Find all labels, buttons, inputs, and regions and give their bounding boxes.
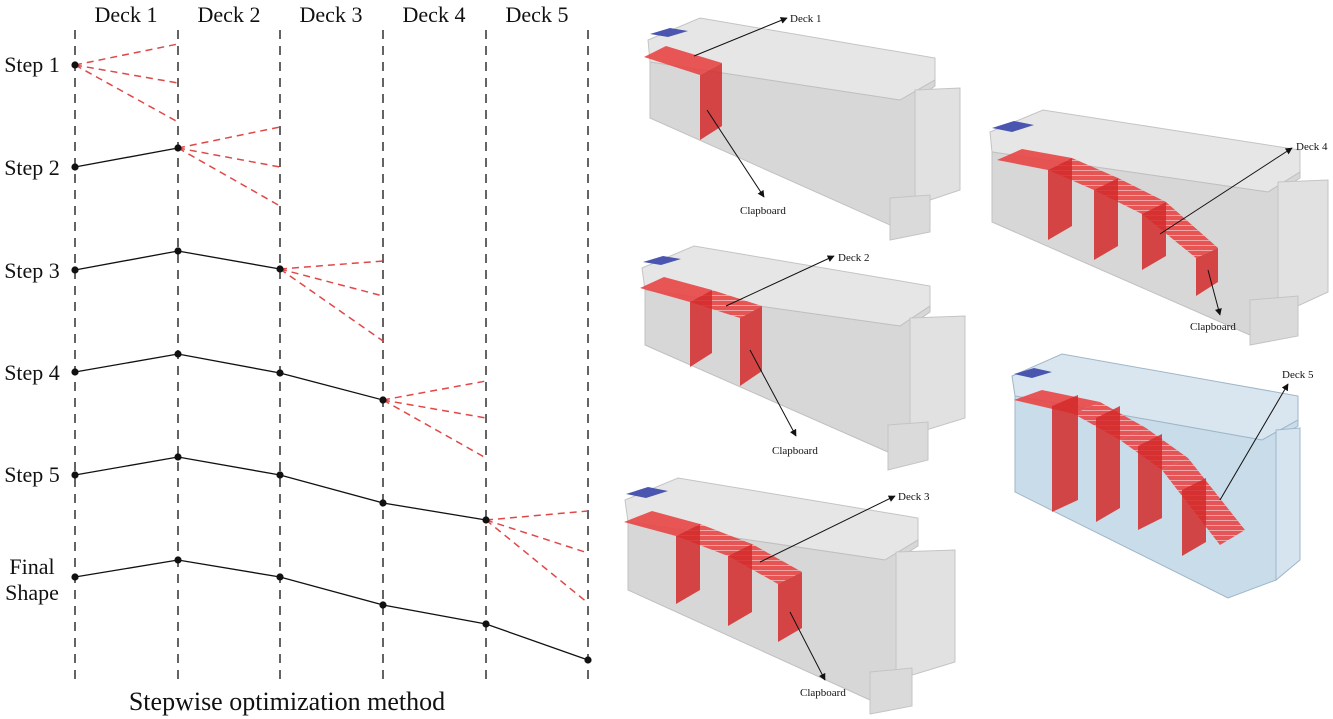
step-1-row (71, 43, 179, 123)
node (482, 516, 490, 524)
clapboard-plate (1182, 478, 1206, 556)
deck-plate (997, 149, 1072, 170)
node (174, 453, 182, 461)
deck-label: Deck 3 (898, 491, 930, 503)
node (71, 266, 79, 274)
inlet-marker (643, 256, 681, 265)
inlet-marker (1014, 368, 1052, 378)
node (379, 499, 387, 507)
inlet-marker (650, 28, 688, 37)
clapboard-plate (1196, 248, 1218, 296)
clapboard-label: Clapboard (800, 687, 846, 699)
inlet-marker (992, 121, 1034, 132)
clapboard-plate (1142, 202, 1166, 270)
node (174, 247, 182, 255)
clapboard-label: Clapboard (772, 445, 818, 457)
final-shape-row (71, 556, 592, 664)
deck-dividers (74, 30, 589, 680)
clapboard-plate (700, 63, 722, 140)
clapboard-plate (740, 306, 762, 386)
step-2-row (71, 126, 281, 207)
clapboard-label: Clapboard (1190, 321, 1236, 333)
model-deck-1: Deck 1 Clapboard (644, 13, 961, 241)
node (584, 656, 592, 664)
step-label-3: Step 3 (4, 258, 60, 283)
deck-label: Deck 5 (1282, 369, 1314, 381)
clapboard-plate (1052, 395, 1078, 512)
node (276, 265, 284, 273)
deck-header-5: Deck 5 (506, 2, 569, 27)
step-label-5: Step 5 (4, 462, 60, 487)
deck-header-2: Deck 2 (198, 2, 261, 27)
clapboard-plate (676, 524, 700, 604)
step-label-1: Step 1 (4, 52, 60, 77)
step-label-4: Step 4 (4, 360, 60, 385)
deck-headers: Deck 1 Deck 2 Deck 3 Deck 4 Deck 5 (95, 2, 569, 27)
step-labels: Step 1 Step 2 Step 3 Step 4 Step 5 Final… (4, 52, 60, 605)
step-label-2: Step 2 (4, 155, 60, 180)
deck-label: Deck 4 (1296, 141, 1328, 153)
step-3-row (71, 247, 384, 342)
model-deck-2: Deck 2 Clapboard (640, 245, 966, 471)
node (482, 620, 490, 628)
clapboard-label: Clapboard (740, 205, 786, 217)
deck-plate (624, 511, 700, 536)
deck-plate (644, 46, 722, 75)
deck-header-4: Deck 4 (403, 2, 466, 27)
clapboard-plate (728, 544, 752, 626)
clapboard-plate (1094, 178, 1118, 260)
clapboard-plate (1138, 434, 1162, 530)
deck-label: Deck 2 (838, 252, 869, 264)
node (174, 350, 182, 358)
node (71, 368, 79, 376)
figure-caption: Stepwise optimization method (129, 687, 445, 716)
node (379, 601, 387, 609)
node (71, 163, 79, 171)
deck-header-3: Deck 3 (300, 2, 363, 27)
step-4-row (71, 350, 487, 459)
inlet-marker (626, 487, 668, 498)
clapboard-plate (1096, 406, 1120, 522)
stepwise-diagram: Deck 1 Deck 2 Deck 3 Deck 4 Deck 5 Step … (4, 2, 592, 716)
deck-header-1: Deck 1 (95, 2, 158, 27)
clapboard-plate (690, 290, 712, 367)
deck-plate (1014, 390, 1100, 414)
final-label-line1: Final (9, 554, 54, 579)
step-5-row (71, 453, 589, 604)
model-deck-4: Deck 4 Clapboard (989, 109, 1329, 346)
node (174, 144, 182, 152)
node (174, 556, 182, 564)
clapboard-plate (1048, 158, 1072, 240)
node (379, 396, 387, 404)
node (71, 471, 79, 479)
model-deck-3: Deck 3 Clapboard (624, 477, 956, 715)
node (276, 369, 284, 377)
node (71, 573, 79, 581)
final-label-line2: Shape (5, 580, 59, 605)
model-deck-5: Deck 5 (1011, 353, 1314, 599)
deck-plate (640, 277, 712, 302)
node (276, 573, 284, 581)
deck-label: Deck 1 (790, 13, 821, 25)
node (71, 61, 79, 69)
node (276, 471, 284, 479)
